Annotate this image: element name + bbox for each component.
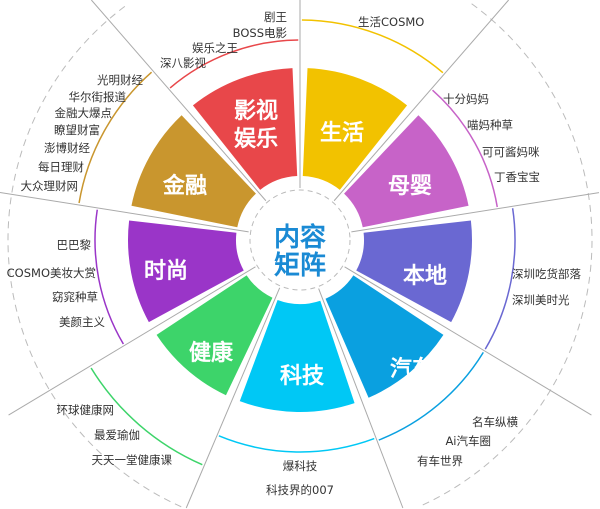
account-label: 深圳美时光 [512,293,570,307]
sector-local [356,220,472,323]
account-label: 金融大爆点 [55,106,113,120]
account-label: 每日理财 [38,160,84,174]
sector-label-finance: 金融 [162,173,207,199]
sector-arc-life [301,19,444,74]
sector-divider [8,266,256,416]
sector-arc-finance [78,71,153,204]
account-label: 爆科技 [283,459,318,473]
sector-label-entertainment-2: 娱乐 [234,127,278,152]
sector-label-tech: 科技 [280,364,325,389]
account-label: 环球健康网 [57,403,115,417]
sector-arc-maternity [432,89,498,208]
account-label: COSMO美妆大赏 [7,266,96,280]
sector-divider [90,0,267,202]
sector-label-entertainment-1: 影视 [234,98,278,124]
outer-dashed-ring [7,3,182,508]
center-title-line1: 内容 [274,222,326,253]
account-label: 窈窕种草 [52,290,98,304]
sector-tech [239,299,355,412]
account-label: 喵妈种草 [467,118,513,132]
account-label: 天天一堂健康课 [92,453,173,467]
sector-divider [0,191,249,233]
sector-maternity [344,115,469,228]
account-label: 光明财经 [97,73,143,87]
sector-label-health: 健康 [189,340,234,366]
account-label: 瞭望财富 [54,123,100,137]
account-label: 有车世界 [417,454,463,468]
sector-label-life: 生活 [320,121,364,146]
account-label: 娱乐之王 [192,41,238,55]
account-label: 澎博财经 [44,141,90,155]
sector-divider [344,266,592,416]
sector-finance [131,115,256,228]
account-label: 可可酱妈咪 [482,145,540,159]
account-label: 美颜主义 [59,315,105,329]
sector-arc-local [484,208,516,350]
sector-arc-tech [218,435,375,453]
account-label: 华尔街报道 [69,90,127,104]
account-label: 名车纵横 [472,415,518,429]
sector-label-local: 本地 [403,264,447,289]
sector-divider [333,0,510,202]
account-label: 深圳吃货部落 [512,267,581,281]
account-label: BOSS电影 [233,26,288,40]
sector-label-maternity: 母婴 [388,174,432,199]
sector-divider [318,288,404,509]
sector-divider [185,287,281,509]
account-label: 丁香宝宝 [494,170,540,184]
account-label: 最爱瑜伽 [94,428,140,442]
outer-dashed-ring [418,3,593,508]
account-label: 剧王 [264,10,287,24]
account-label: 大众理财网 [21,179,79,193]
sector-arc-entertainment [169,39,299,89]
sector-health [156,275,273,396]
sector-divider [351,192,600,233]
sector-label-auto: 汽车 [390,356,434,382]
account-label: 巴巴黎 [57,238,92,252]
sector-arc-auto [378,351,484,441]
account-label: 科技界的007 [266,483,334,497]
sector-arc-health [90,367,203,466]
sector-life [302,68,408,190]
inner-dashed-ring [249,189,351,291]
sector-entertainment [192,68,298,190]
account-label: 十分妈妈 [443,92,489,106]
account-label: 生活COSMO [358,15,424,29]
sector-auto [325,275,444,398]
sector-arc-fashion [94,209,125,345]
sector-fashion [127,220,244,323]
account-label: 深八影视 [160,56,206,70]
account-label: Ai汽车圈 [445,434,491,448]
center-title-line2: 矩阵 [274,251,326,281]
sector-label-fashion: 时尚 [144,259,188,284]
